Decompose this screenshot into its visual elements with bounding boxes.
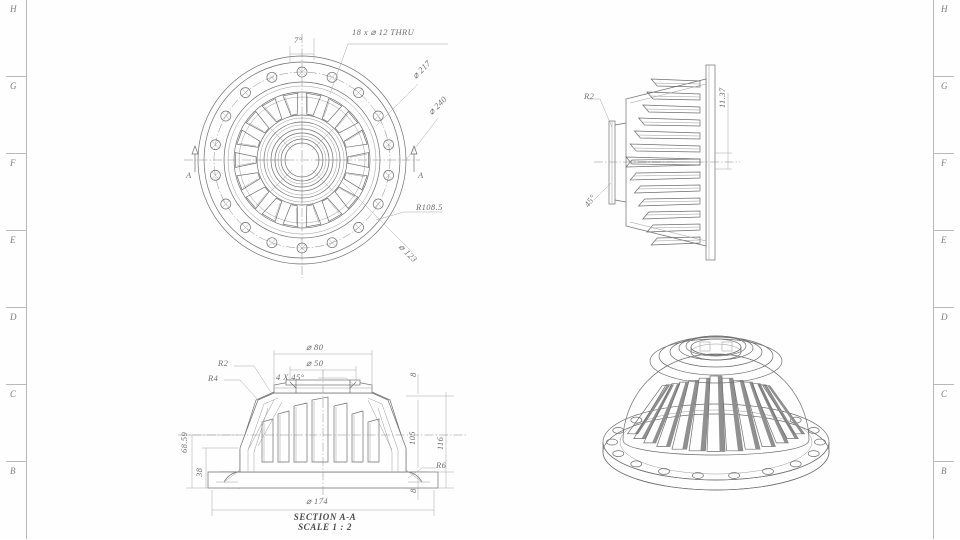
rib-slot xyxy=(246,111,269,132)
side-elevation-view: R2 45° 11.37 xyxy=(580,65,770,260)
zone-letter-right-f: F xyxy=(941,158,947,168)
rib-slot xyxy=(344,130,367,147)
zone-tick-left-4 xyxy=(6,307,27,308)
zone-letter-right-g: G xyxy=(941,81,948,91)
dim-inner-height: 105 xyxy=(407,431,417,445)
radial-centerline xyxy=(270,128,292,150)
rib-slot-edge xyxy=(249,123,264,131)
zone-letter-right-e: E xyxy=(941,235,947,245)
rib-slot xyxy=(335,187,358,208)
iso-bolt-hole xyxy=(607,439,618,445)
rib-slot-edge xyxy=(346,132,361,141)
dim-fillet-radius: R108.5 xyxy=(416,202,443,212)
section-a-a-view: ⌀ 80 ⌀ 50 4 X 45° R2 R4 R6 68.59 38 105 … xyxy=(178,330,468,540)
radial-centerline xyxy=(312,170,334,192)
zone-letter-right-b: B xyxy=(941,466,947,476)
zone-letter-left-g: G xyxy=(10,81,17,91)
zone-tick-left-6 xyxy=(6,461,27,462)
rib-slot xyxy=(246,187,269,208)
dim-bore-outer: ⌀ 80 xyxy=(306,342,323,353)
zone-letter-right-c: C xyxy=(941,389,947,399)
dim-hub-height: 68.59 xyxy=(179,432,189,453)
zone-tick-right-3 xyxy=(933,230,954,231)
zone-tick-right-6 xyxy=(933,461,954,462)
radial-centerline xyxy=(312,128,334,150)
zone-letter-left-f: F xyxy=(10,158,16,168)
section-arrow-right-label: A xyxy=(418,170,424,180)
zone-tick-right-2 xyxy=(933,153,954,154)
section-scale: SCALE 1 : 2 xyxy=(270,522,380,533)
iso-bolt-hole xyxy=(631,461,642,467)
dim-flange-diameter: ⌀ 174 xyxy=(306,496,328,507)
iso-bolt-hole xyxy=(659,468,670,474)
dim-radius-4: R4 xyxy=(208,373,218,383)
rib-slot xyxy=(322,198,342,221)
zone-letter-left-b: B xyxy=(10,466,16,476)
iso-bolt-hole xyxy=(815,439,826,445)
zone-letter-left-e: E xyxy=(10,235,16,245)
iso-bolt-hole xyxy=(763,468,774,474)
rib-slot-edge xyxy=(285,97,291,113)
rib-slot-edge xyxy=(313,207,319,223)
dim-radius-6: R6 xyxy=(436,460,446,470)
iso-bolt-hole-group xyxy=(607,417,826,478)
zone-tick-right-1 xyxy=(933,76,954,77)
rib-slot-edge xyxy=(337,114,348,127)
rib-slot-edge xyxy=(324,101,330,117)
rib-slot xyxy=(262,99,282,122)
rib-slot xyxy=(262,198,282,221)
dim-radius-2: R2 xyxy=(218,358,228,368)
dim-bottom-thickness: 8 xyxy=(408,488,418,493)
rib-slot xyxy=(237,173,260,190)
rib-slot xyxy=(322,99,342,122)
dim-rib-radius: R2 xyxy=(584,91,594,101)
zone-tick-right-4 xyxy=(933,307,954,308)
rib-slot-edge xyxy=(275,203,281,219)
zone-letter-left-d: D xyxy=(10,312,17,322)
rib-slot xyxy=(283,205,298,227)
rib-slot-edge xyxy=(256,193,267,206)
zone-tick-right-5 xyxy=(933,384,954,385)
section-arrow-left-label: A xyxy=(186,170,192,180)
dim-top-thickness: 8 xyxy=(408,372,418,377)
frame-right-border xyxy=(933,0,934,539)
rib-slot-edge xyxy=(265,107,276,120)
iso-bolt-hole xyxy=(631,417,642,423)
front-elevation-view: 7° 18 x ⌀ 12 THRU ⌀ 217 ⌀ 240 R108.5 ⌀ 1… xyxy=(190,20,450,270)
dim-flange-thickness: 11.37 xyxy=(717,88,727,109)
iso-bolt-hole xyxy=(613,451,624,457)
dim-hole-pattern: 18 x ⌀ 12 THRU xyxy=(352,27,414,38)
rib-slot-edge xyxy=(328,200,339,213)
rib-slot xyxy=(335,111,358,132)
section-arrow-left xyxy=(192,146,198,172)
zone-tick-left-1 xyxy=(6,76,27,77)
iso-bolt-hole xyxy=(808,451,819,457)
zone-tick-left-5 xyxy=(6,384,27,385)
dim-bore-inner: ⌀ 50 xyxy=(306,358,323,369)
zone-letter-right-d: D xyxy=(941,312,948,322)
rib-slot-edge xyxy=(243,179,258,188)
section-arrow-right xyxy=(411,146,417,172)
dim-angle: 7° xyxy=(294,35,302,45)
zone-letter-left-c: C xyxy=(10,389,16,399)
zone-tick-left-3 xyxy=(6,230,27,231)
zone-letter-left-h: H xyxy=(10,4,17,14)
iso-rib-shadow xyxy=(767,386,804,434)
frame-left-border xyxy=(26,0,27,539)
isometric-view xyxy=(596,330,836,515)
rib-slot xyxy=(306,93,321,115)
zone-tick-left-2 xyxy=(6,153,27,154)
dim-flange-height: 38 xyxy=(194,468,204,477)
dim-chamfer: 4 X 45° xyxy=(276,372,304,382)
iso-bolt-hole xyxy=(790,461,801,467)
dim-total-height: 116 xyxy=(435,437,445,450)
radial-centerline xyxy=(270,170,292,192)
zone-letter-right-h: H xyxy=(941,4,948,14)
